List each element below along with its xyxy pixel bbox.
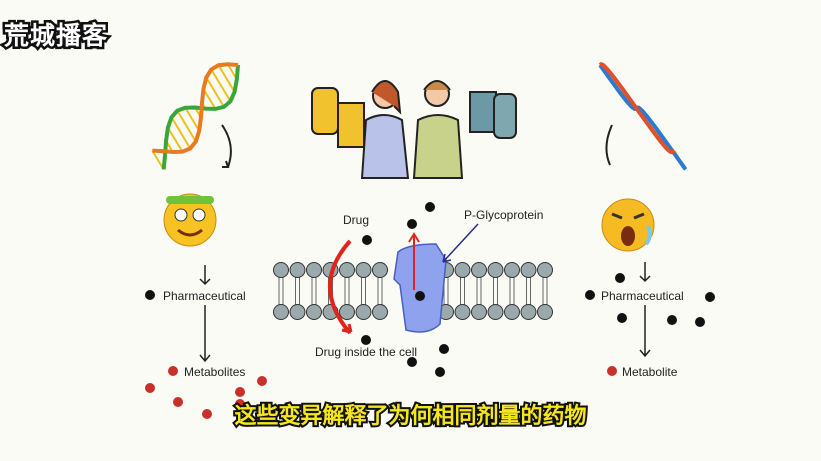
watermark-logo: 荒城播客: [1, 19, 109, 53]
lipid-head: [471, 262, 487, 278]
lipid-head: [520, 304, 537, 320]
lipid-head: [504, 304, 520, 320]
lipid-head: [471, 304, 487, 320]
lipid-head: [487, 304, 504, 320]
right-pharmaceutical-label: Pharmaceutical: [601, 289, 684, 303]
drug-molecules: [145, 202, 715, 377]
lipid-head: [537, 262, 553, 278]
lipid-head: [372, 262, 388, 278]
dna-right-icon: [598, 61, 688, 171]
lipid-head: [273, 262, 289, 278]
lipid-head: [537, 304, 553, 320]
lipid-head: [504, 262, 520, 278]
arrow-down-icon: [221, 124, 232, 168]
left-metabolites-label: Metabolites: [184, 365, 246, 379]
left-pharmaceutical-label: Pharmaceutical: [163, 289, 246, 303]
arrow-down-icon: [605, 124, 613, 166]
lipid-head: [289, 304, 306, 320]
dna-left-icon: [151, 62, 240, 170]
lipid-head: [454, 304, 471, 320]
dizzy-emoji-icon: [163, 193, 217, 247]
lipid-head: [339, 304, 355, 320]
lipid-head: [487, 262, 504, 278]
drug-entry-arrow-icon: [328, 239, 352, 335]
lipid-head: [454, 262, 471, 278]
lipid-head: [339, 262, 355, 278]
lipid-head: [273, 304, 289, 320]
lipid-head: [355, 304, 372, 320]
crying-emoji-icon: [601, 198, 655, 252]
subtitle-caption: 这些变异解释了为何相同剂量的药物: [232, 402, 588, 431]
people-thumbs-illustration: [311, 80, 517, 179]
lipid-head: [355, 262, 372, 278]
pointer-arrow-icon: [442, 223, 479, 263]
lipid-head: [372, 304, 388, 320]
drug-label: Drug: [343, 213, 370, 227]
drug-inside-cell-label: Drug inside the cell: [315, 345, 418, 359]
lipid-head: [306, 262, 322, 278]
lipid-head: [520, 262, 537, 278]
p-glycoprotein-label: P-Glycoprotein: [464, 208, 544, 222]
metabolite-molecules: [145, 366, 617, 419]
lipid-head: [306, 304, 322, 320]
lipid-head: [289, 262, 306, 278]
p-glycoprotein-shape: [393, 243, 447, 333]
right-metabolite-label: Metabolite: [622, 365, 678, 379]
